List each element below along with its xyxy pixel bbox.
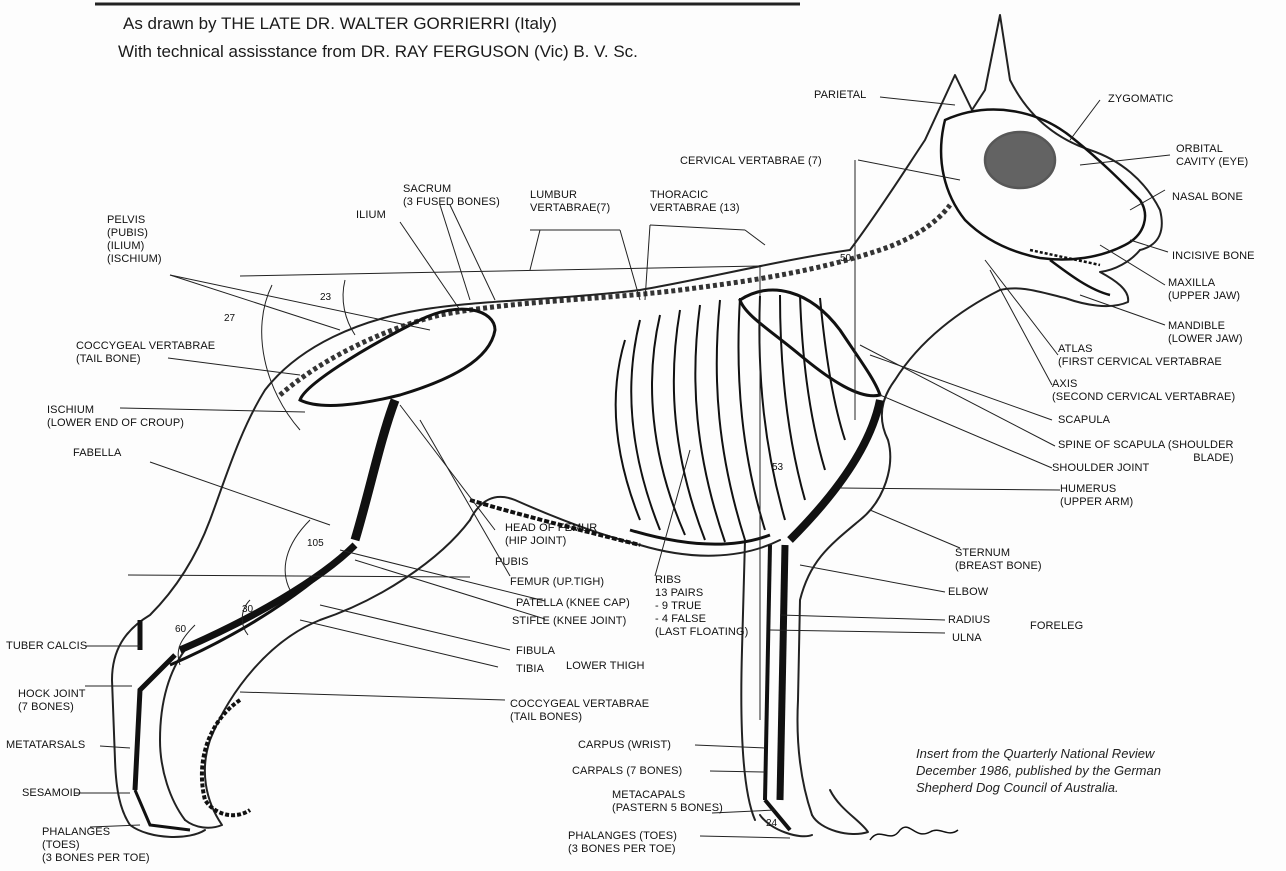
label-ischium: ISCHIUM(LOWER END OF CROUP) [47,404,184,430]
source-note-line-2: December 1986, published by the German [916,762,1161,779]
label-patella: PATELLA (KNEE CAP) [516,597,630,610]
label-hock-joint: HOCK JOINT(7 BONES) [18,688,86,714]
label-zygomatic: ZYGOMATIC [1108,93,1173,106]
label-nasal-bone: NASAL BONE [1172,191,1243,204]
angle-label: 60 [175,624,186,635]
label-femur: FEMUR (UP.TIGH) [510,576,604,589]
label-incisive-bone: INCISIVE BONE [1172,250,1255,263]
angle-label: 30 [242,604,253,615]
credit-line-1: As drawn by THE LATE DR. WALTER GORRIERR… [123,13,557,34]
label-carpals: CARPALS (7 BONES) [572,765,682,778]
label-ulna: ULNA [952,632,982,645]
label-radius: RADIUS [948,614,990,627]
label-scapula: SCAPULA [1058,414,1110,427]
artist-signature [870,827,958,840]
label-pelvis: PELVIS(PUBIS)(ILIUM)(ISCHIUM) [107,214,162,266]
label-head-of-femur: HEAD OF FEMUR(HIP JOINT) [505,522,597,548]
label-cervical-vertabrae: CERVICAL VERTABRAE (7) [680,155,822,168]
label-lower-thigh: LOWER THIGH [566,660,645,673]
label-elbow: ELBOW [948,586,988,599]
label-tibia: TIBIA [516,663,544,676]
label-shoulder-joint: SHOULDER JOINT [1052,462,1149,475]
spine [280,205,950,395]
label-axis: AXIS(SECOND CERVICAL VERTABRAE) [1052,378,1235,404]
label-humerus: HUMERUS(UPPER ARM) [1060,483,1133,509]
angle-label: 27 [224,313,235,324]
label-pubis: PUBIS [495,556,529,569]
source-note-line-3: Shepherd Dog Council of Australia. [916,779,1119,796]
label-tuber-calcis: TUBER CALCIS [6,640,87,653]
ribcage [616,295,845,544]
label-metatarsals: METATARSALS [6,739,85,752]
angle-label: 53 [772,462,783,473]
angle-label: 24 [766,818,777,829]
label-phalanges-fore: PHALANGES (TOES)(3 BONES PER TOE) [568,830,677,856]
angle-label: 105 [307,538,324,549]
label-fibula: FIBULA [516,645,555,658]
credit-line-2: With technical assisstance from DR. RAY … [118,41,638,62]
label-carpus: CARPUS (WRIST) [578,739,671,752]
label-foreleg: FORELEG [1030,620,1083,633]
label-sesamoid: SESAMOID [22,787,81,800]
label-parietal: PARIETAL [814,89,866,102]
label-coccygeal-tail-bones: COCCYGEAL VERTABRAE(TAIL BONES) [510,698,649,724]
angle-label: 50 [840,253,851,264]
label-ilium: ILIUM [356,209,386,222]
label-fabella: FABELLA [73,447,121,460]
label-stifle: STIFLE (KNEE JOINT) [512,615,626,628]
label-coccygeal-vertabrae: COCCYGEAL VERTABRAE(TAIL BONE) [76,340,215,366]
label-sternum: STERNUM(BREAST BONE) [955,547,1042,573]
hindleg-bones [135,309,640,830]
label-sacrum: SACRUM(3 FUSED BONES) [403,183,500,209]
source-note-line-1: Insert from the Quarterly National Revie… [916,745,1154,762]
label-maxilla: MAXILLA(UPPER JAW) [1168,277,1240,303]
label-phalanges-hind: PHALANGES(TOES)(3 BONES PER TOE) [42,826,150,865]
label-atlas: ATLAS(FIRST CERVICAL VERTABRAE [1058,343,1222,369]
angle-label: 23 [320,292,331,303]
label-metacapals: METACAPALS(PASTERN 5 BONES) [612,789,723,815]
